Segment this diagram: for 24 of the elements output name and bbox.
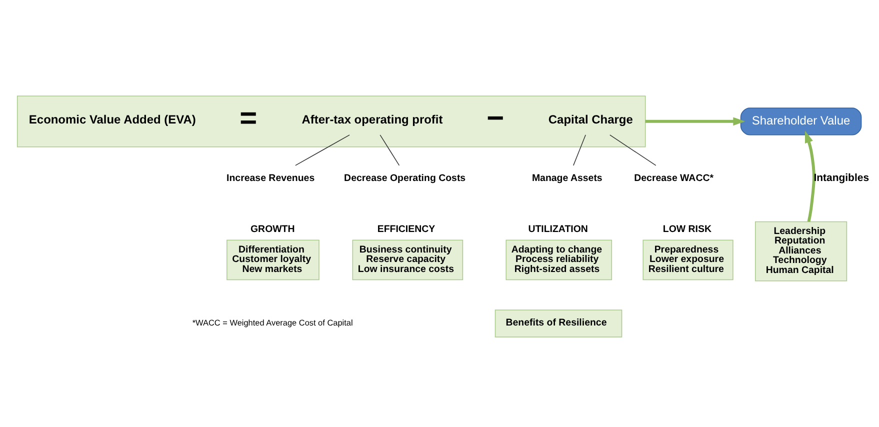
label: − (486, 102, 504, 136)
arrow (804, 130, 816, 222)
cluster (16, 96, 646, 148)
label: *WACC = Weighted Average Cost of Capital (192, 318, 353, 328)
node-text: After-tax operating profit (302, 112, 443, 127)
node-label: UTILIZATION (528, 224, 588, 236)
node-text: Decrease WACC* (634, 172, 714, 184)
node-text: Capital Charge (548, 112, 633, 127)
node-box: Benefits of Resilience (494, 310, 622, 338)
label: = (240, 102, 258, 136)
node-text: Economic Value Added (EVA) (28, 112, 196, 127)
node-text: Decrease Operating Costs (344, 172, 466, 184)
node-text: Manage Assets (532, 172, 602, 184)
node-label: EFFICIENCY (377, 224, 436, 236)
connector (610, 134, 656, 166)
arrow (645, 117, 746, 126)
connector (380, 134, 400, 166)
node-box: Leadership Reputation Alliances Technology Human Capital (755, 221, 848, 282)
node-label: LOW RISK (662, 224, 712, 236)
connector (295, 134, 350, 166)
node-label: GROWTH (250, 224, 295, 236)
node-box: Shareholder Value (740, 108, 862, 136)
connector (573, 134, 586, 166)
node-text: Increase Revenues (226, 172, 315, 184)
